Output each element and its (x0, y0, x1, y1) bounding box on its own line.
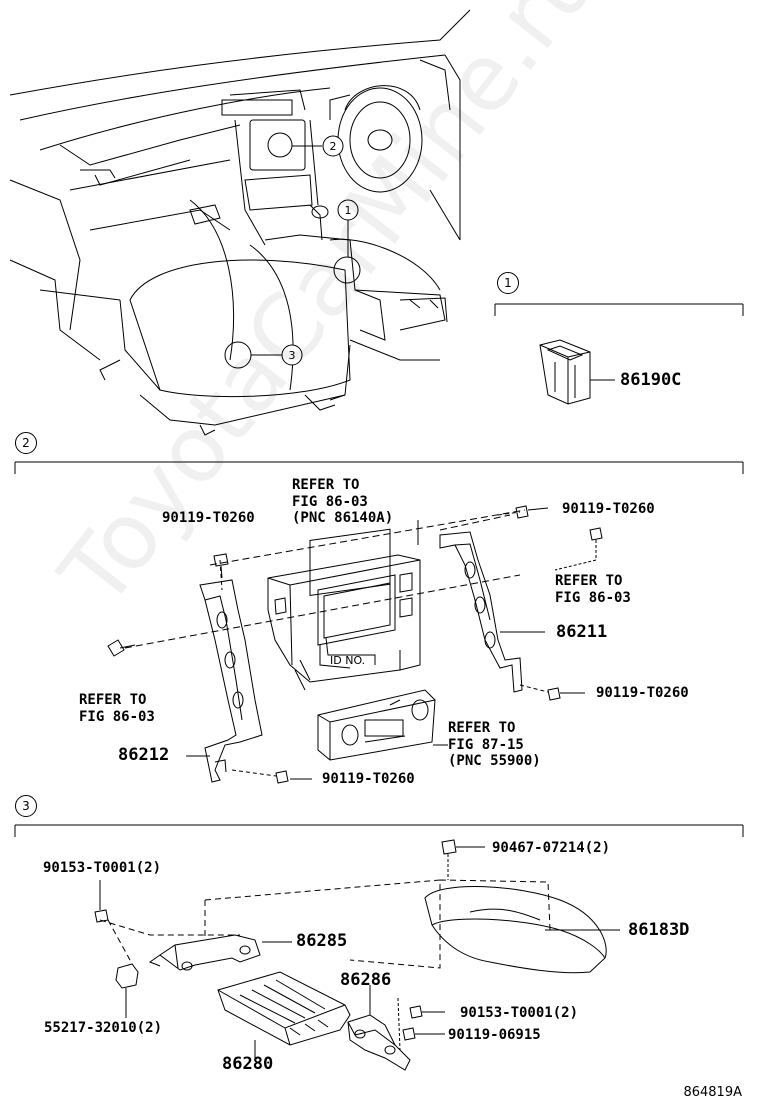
section-3-dashed-lines (99, 879, 551, 969)
ref-fig-86-03-top[interactable]: REFER TO FIG 86-03 (PNC 86140A) (292, 477, 394, 527)
cover-86183d-drawing (424, 885, 620, 974)
bolt-top-drawing (441, 839, 485, 880)
diagram-code: 864819A (683, 1085, 742, 1100)
section-2-frame (14, 461, 744, 474)
bracket-86211-drawing (439, 511, 545, 693)
screw-tr-drawing (515, 505, 549, 519)
screw-right-drawing (554, 527, 603, 571)
screw-r-drawing (519, 684, 585, 701)
screw-tl-drawing (213, 553, 229, 579)
climate-control-panel-drawing (317, 689, 448, 761)
amplifier-86280-label[interactable]: 86280 (222, 1054, 274, 1074)
id-number-label: ID NO. (330, 654, 366, 667)
callout-1: 1 (345, 204, 352, 217)
bolt-top-label[interactable]: 90467-07214(2) (492, 840, 611, 856)
bolt-right2-label[interactable]: 90119-06915 (448, 1027, 541, 1043)
bolt-left-label[interactable]: 90153-T0001(2) (43, 860, 162, 876)
bolt-right2-drawing (402, 1027, 445, 1041)
bracket-86285-drawing (148, 934, 292, 971)
section-1-frame (494, 303, 744, 316)
section-2-leaders (186, 520, 419, 780)
switch-86190c-drawing (539, 339, 615, 405)
section-1-marker: 1 (497, 272, 519, 294)
bolt-right1-label[interactable]: 90153-T0001(2) (460, 1005, 579, 1021)
amplifier-86280-drawing (217, 971, 351, 1058)
bracket-86286-label[interactable]: 86286 (340, 970, 392, 990)
screw-r-label[interactable]: 90119-T0260 (596, 685, 689, 701)
ref-fig-86-03-right[interactable]: REFER TO FIG 86-03 (555, 573, 631, 606)
clip-label[interactable]: 55217-32010(2) (44, 1020, 163, 1036)
clip-drawing (115, 963, 139, 1018)
screw-bottom-drawing (231, 769, 289, 784)
callout-2: 2 (330, 140, 337, 153)
bracket-86212-drawing (199, 559, 263, 783)
assembly-dashed-line (124, 509, 526, 649)
part-86190c-label[interactable]: 86190C (620, 370, 682, 390)
bracket-86285-label[interactable]: 86285 (296, 931, 348, 951)
bracket-86286-drawing (347, 985, 411, 1071)
bracket-86212-label[interactable]: 86212 (118, 745, 170, 765)
bolt-right1-drawing (397, 997, 445, 1051)
bolt-left-drawing (94, 880, 109, 923)
screw-b-label[interactable]: 90119-T0260 (322, 771, 415, 787)
ref-fig-87-15[interactable]: REFER TO FIG 87-15 (PNC 55900) (448, 720, 541, 770)
interior-overview-drawing (9, 9, 471, 436)
section-2-marker: 2 (15, 432, 37, 454)
ref-fig-86-03-left[interactable]: REFER TO FIG 86-03 (79, 692, 155, 725)
section-3-marker: 3 (15, 795, 37, 817)
callout-3: 3 (289, 349, 296, 362)
audio-head-unit-drawing (267, 528, 421, 691)
section-3-frame (14, 824, 744, 837)
screw-left-drawing (107, 639, 136, 657)
bracket-86211-label[interactable]: 86211 (556, 622, 608, 642)
screw-tl-label[interactable]: 90119-T0260 (162, 510, 255, 526)
screw-tr-label[interactable]: 90119-T0260 (562, 501, 655, 517)
cover-86183d-label[interactable]: 86183D (628, 920, 690, 940)
